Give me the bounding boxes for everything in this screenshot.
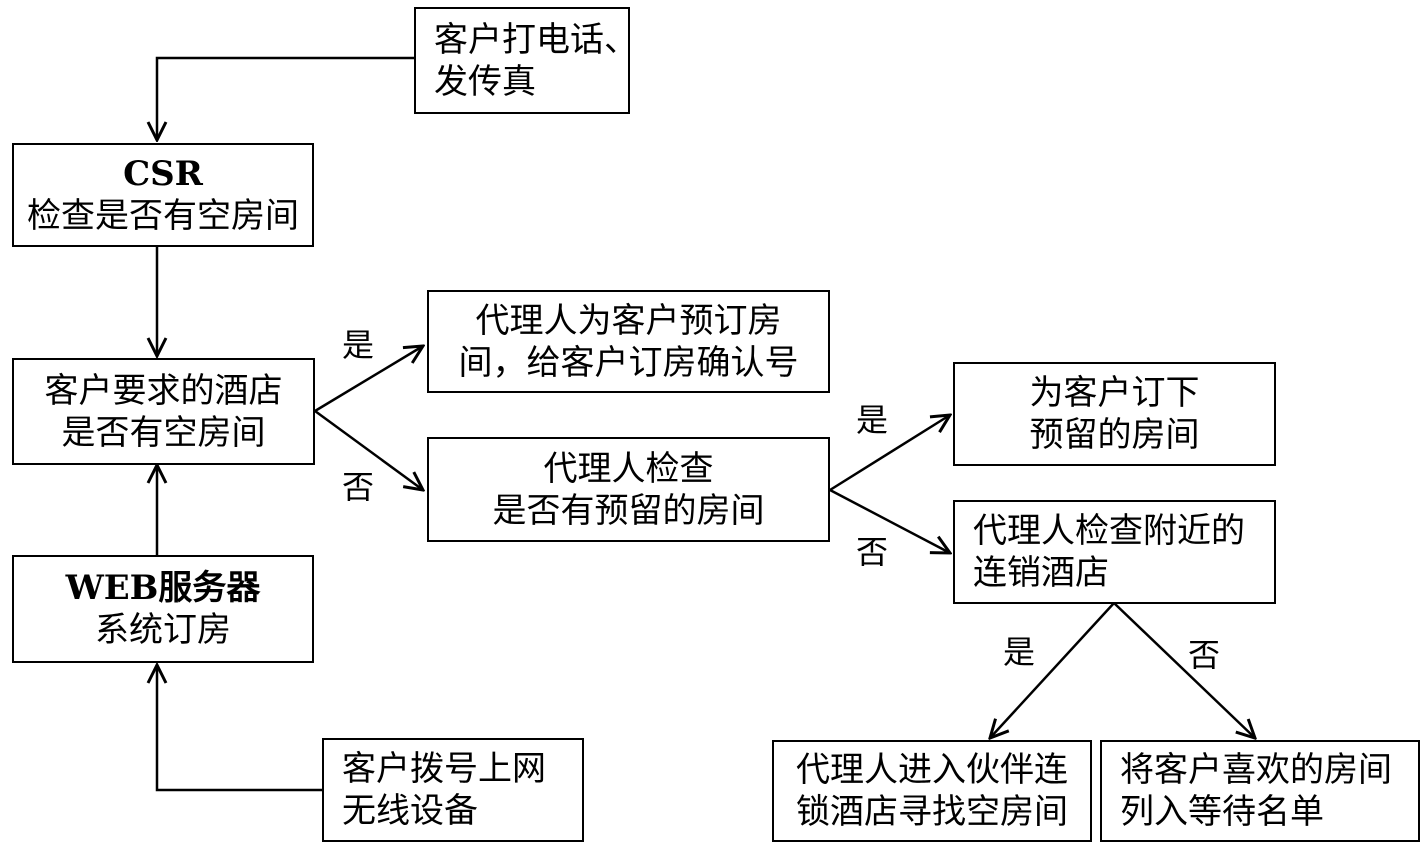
- node-agent-check-nearby-line2: 连销酒店: [973, 553, 1109, 593]
- node-csr-check-line2: 检查是否有空房间: [27, 196, 299, 236]
- node-hotel-check-line1: 客户要求的酒店: [44, 370, 283, 411]
- node-partner-chain-line2: 锁酒店寻找空房间: [796, 792, 1068, 832]
- arrow-hotel-yes: [314, 346, 423, 413]
- node-book-reserved: 为客户订下 预留的房间: [953, 362, 1276, 466]
- node-dialup-wireless: 客户拨号上网 无线设备: [322, 738, 584, 842]
- node-web-system-line2: 系统订房: [95, 610, 231, 650]
- node-hotel-check: 客户要求的酒店 是否有空房间: [12, 358, 315, 465]
- node-agent-check-reserved: 代理人检查 是否有预留的房间: [427, 437, 830, 542]
- arrow-call-to-csr: [157, 56, 414, 140]
- label-reserved-no: 否: [856, 533, 889, 571]
- node-call-fax-line2: 发传真: [434, 61, 536, 102]
- node-web-system: WEB服务器 系统订房: [12, 555, 314, 663]
- node-book-reserved-line2: 预留的房间: [1029, 415, 1200, 455]
- arrow-reserved-no: [829, 488, 950, 553]
- node-partner-chain-line1: 代理人进入伙伴连: [796, 750, 1068, 790]
- node-agent-check-reserved-line1: 代理人检查: [543, 448, 714, 489]
- node-csr-check-line1: CSR: [123, 154, 203, 194]
- label-nearby-no: 否: [1188, 636, 1221, 674]
- node-agent-check-nearby: 代理人检查附近的 连销酒店: [953, 500, 1276, 604]
- arrow-nearby-yes: [990, 602, 1115, 738]
- node-web-system-line1: WEB服务器: [65, 568, 261, 608]
- label-hotel-yes: 是: [342, 326, 375, 364]
- label-reserved-yes: 是: [856, 401, 889, 439]
- node-partner-chain: 代理人进入伙伴连 锁酒店寻找空房间: [772, 740, 1092, 842]
- node-agent-book: 代理人为客户预订房 间，给客户订房确认号: [427, 290, 830, 393]
- arrow-nearby-no: [1113, 602, 1255, 738]
- node-waiting-list: 将客户喜欢的房间 列入等待名单: [1100, 740, 1420, 842]
- node-agent-check-nearby-line1: 代理人检查附近的: [973, 511, 1245, 551]
- node-dialup-wireless-line2: 无线设备: [342, 791, 478, 831]
- node-call-fax-line1: 客户打电话、: [434, 19, 638, 60]
- node-call-fax: 客户打电话、 发传真: [414, 7, 638, 114]
- node-book-reserved-line1: 为客户订下: [1029, 373, 1200, 413]
- node-waiting-list-line1: 将客户喜欢的房间: [1120, 750, 1392, 790]
- node-hotel-check-line2: 是否有空房间: [61, 412, 266, 453]
- node-waiting-list-line2: 列入等待名单: [1120, 792, 1324, 832]
- node-agent-check-reserved-line2: 是否有预留的房间: [492, 490, 765, 531]
- node-agent-book-line2: 间，给客户订房确认号: [458, 342, 799, 383]
- node-csr-check: CSR 检查是否有空房间: [12, 143, 314, 247]
- node-dialup-wireless-line1: 客户拨号上网: [342, 749, 546, 789]
- arrow-hotel-no: [314, 409, 423, 490]
- arrow-dialup-to-web: [157, 665, 322, 792]
- arrow-reserved-yes: [829, 415, 950, 492]
- node-agent-book-line1: 代理人为客户预订房: [475, 300, 782, 341]
- label-nearby-yes: 是: [1003, 633, 1036, 671]
- label-hotel-no: 否: [342, 468, 375, 506]
